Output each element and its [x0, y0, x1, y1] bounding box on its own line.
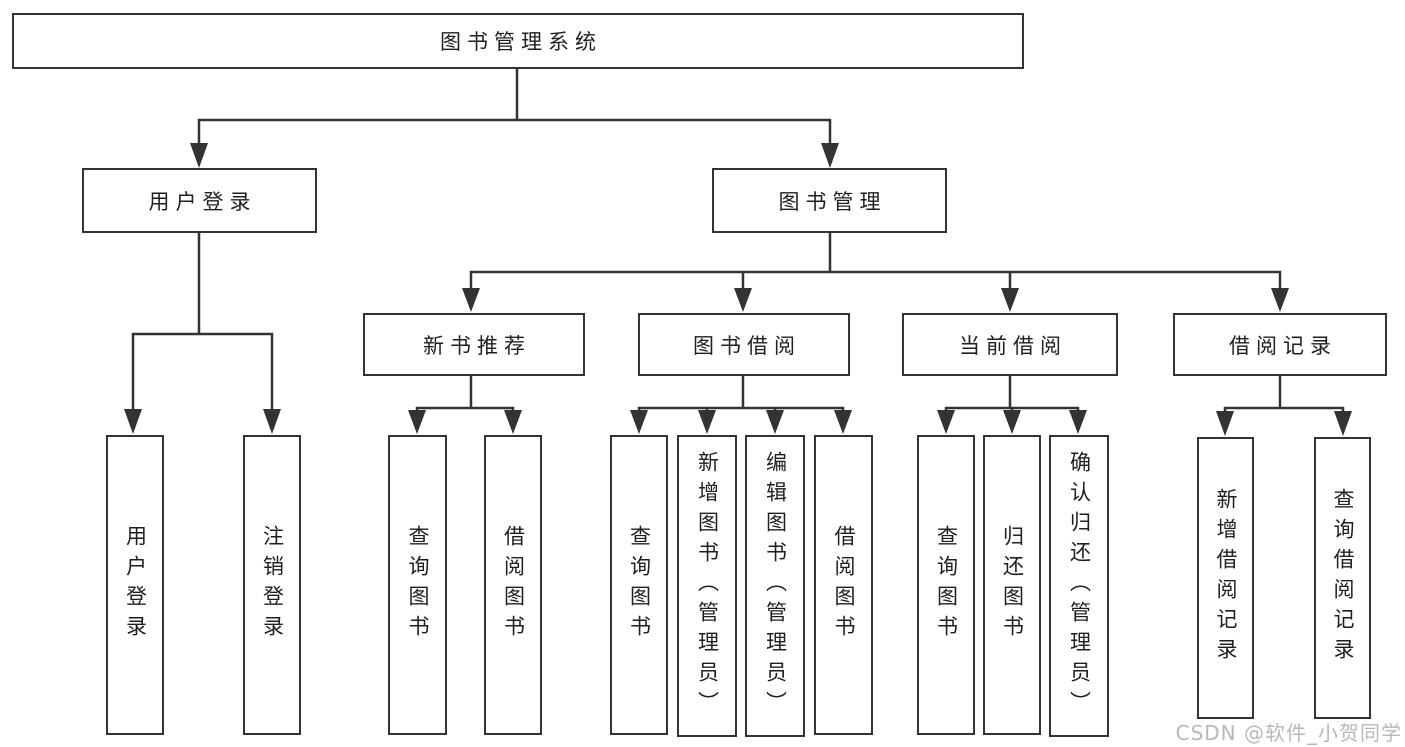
- arrowhead: [190, 143, 208, 168]
- arrowhead: [504, 410, 522, 434]
- node-br-query-record-label: 查询借阅记录: [1331, 488, 1355, 668]
- node-br-add-record-label: 新增借阅记录: [1214, 488, 1238, 668]
- node-user-login-label: 用户登录: [148, 189, 257, 214]
- arrowhead: [937, 410, 955, 434]
- arrowhead: [834, 410, 852, 434]
- node-book-borrow-label: 图书借阅: [693, 333, 801, 358]
- arrowhead: [821, 143, 839, 168]
- node-cb-return-book: 归还图书: [983, 435, 1041, 735]
- node-br-query-record: 查询借阅记录: [1314, 437, 1371, 719]
- arrowhead: [408, 410, 426, 434]
- arrowhead: [1271, 288, 1289, 312]
- connector-user-login-to-leaves: [124, 231, 281, 434]
- node-bb-borrow-book-label: 借阅图书: [832, 525, 856, 645]
- node-new-book-rec-label: 新书推荐: [423, 333, 531, 358]
- node-rec-borrow-book-label: 借阅图书: [501, 525, 526, 645]
- node-borrow-records-label: 借阅记录: [1229, 333, 1337, 358]
- node-bb-edit-book-label: 编辑图书（管理员）: [763, 451, 788, 721]
- node-bb-edit-book: 编辑图书（管理员）: [745, 435, 805, 737]
- node-cb-query-book: 查询图书: [917, 435, 975, 735]
- node-bb-query-book: 查询图书: [610, 435, 668, 735]
- connector-book-borrow-to-leaves: [630, 374, 852, 434]
- node-login-action-label: 用户登录: [123, 525, 148, 645]
- node-current-borrow-label: 当前借阅: [959, 333, 1067, 358]
- node-bb-add-book-label: 新增图书（管理员）: [695, 451, 720, 721]
- node-root-label: 图书管理系统: [440, 30, 602, 54]
- node-book-mgmt-label: 图书管理: [778, 189, 887, 214]
- connector-current-borrow-to-leaves: [937, 374, 1087, 434]
- arrowhead: [698, 410, 716, 434]
- connector-borrow-records-to-leaves: [1216, 374, 1352, 436]
- node-login-action: 用户登录: [106, 435, 164, 735]
- node-rec-query-book-label: 查询图书: [406, 525, 430, 645]
- node-cb-confirm-return-label: 确认归还（管理员）: [1067, 451, 1092, 721]
- node-root: 图书管理系统: [12, 13, 1024, 69]
- node-bb-borrow-book: 借阅图书: [814, 435, 873, 735]
- arrowhead: [462, 288, 480, 312]
- connector-book-mgmt-to-level3: [462, 231, 1289, 312]
- arrowhead: [630, 410, 648, 434]
- arrowhead: [1001, 288, 1019, 312]
- arrowhead: [1334, 411, 1352, 436]
- node-rec-query-book: 查询图书: [388, 435, 447, 735]
- arrowhead: [263, 409, 281, 434]
- node-bb-query-book-label: 查询图书: [627, 525, 652, 645]
- arrowhead: [1069, 410, 1087, 434]
- node-current-borrow: 当前借阅: [902, 313, 1118, 376]
- node-new-book-rec: 新书推荐: [363, 313, 585, 376]
- node-cb-confirm-return: 确认归还（管理员）: [1049, 435, 1109, 737]
- arrowhead: [766, 410, 784, 434]
- node-cb-query-book-label: 查询图书: [934, 525, 959, 645]
- node-br-add-record: 新增借阅记录: [1197, 437, 1254, 719]
- node-book-borrow: 图书借阅: [638, 313, 850, 376]
- arrowhead: [124, 409, 142, 434]
- node-rec-borrow-book: 借阅图书: [484, 435, 542, 735]
- connector-new-book-rec-to-leaves: [408, 374, 522, 434]
- node-borrow-records: 借阅记录: [1173, 313, 1387, 376]
- node-bb-add-book: 新增图书（管理员）: [677, 435, 737, 737]
- node-logout-action: 注销登录: [243, 435, 301, 735]
- arrowhead: [734, 288, 752, 312]
- csdn-watermark: CSDN @软件_小贺同学: [1175, 721, 1402, 745]
- arrowhead: [1216, 411, 1234, 436]
- node-user-login: 用户登录: [82, 168, 317, 233]
- node-cb-return-book-label: 归还图书: [1000, 525, 1025, 645]
- node-book-mgmt: 图书管理: [712, 168, 947, 233]
- arrowhead: [1003, 410, 1021, 434]
- node-logout-action-label: 注销登录: [260, 525, 285, 645]
- connector-root-to-level2: [190, 67, 839, 168]
